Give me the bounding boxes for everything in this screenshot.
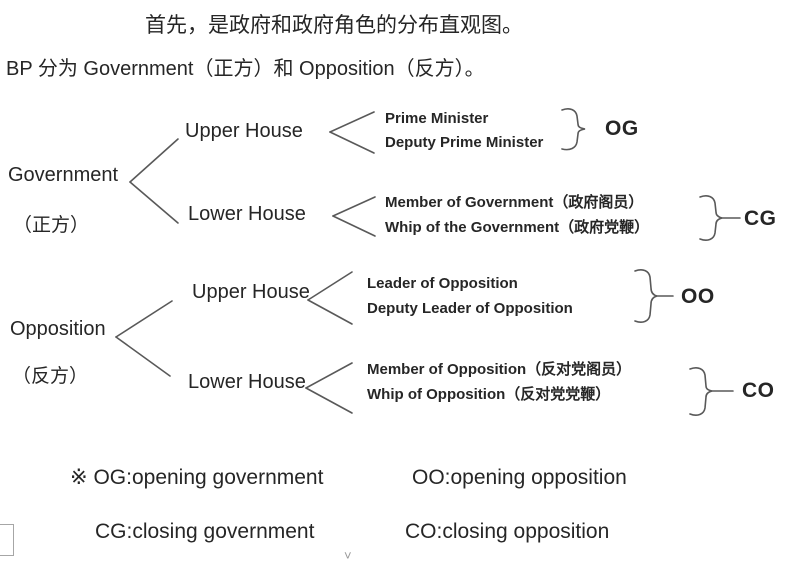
page-edge-box-artifact: [0, 524, 14, 556]
oo-brace: [634, 269, 658, 323]
legend-row1-left: ※ OG:opening government: [70, 466, 323, 490]
legend-item-cg: CG:closing government: [95, 520, 315, 543]
cg-brace: [699, 195, 723, 241]
gov-upper-fork-bottom: [329, 131, 375, 154]
gov-to-lower-line: [129, 181, 179, 224]
co-brace: [689, 367, 713, 416]
role-deputy-prime-minister: Deputy Prime Minister: [385, 134, 544, 151]
group-oo-label: OO: [681, 285, 715, 308]
gov-lower-fork-top: [332, 196, 376, 217]
gov-lower-house-node: Lower House: [188, 203, 306, 225]
opposition-node: Opposition: [10, 318, 106, 340]
group-co-label: CO: [742, 379, 775, 402]
gov-upper-fork-top: [329, 111, 375, 133]
opp-lower-fork-top: [305, 362, 353, 389]
group-og-label: OG: [605, 117, 639, 140]
government-side-label: （正方）: [13, 215, 90, 236]
opp-upper-fork-top: [307, 271, 353, 301]
legend-item-co: CO:closing opposition: [405, 520, 610, 543]
legend-item-og: OG:opening government: [93, 466, 324, 489]
role-member-of-government: Member of Government（政府阁员）: [385, 194, 644, 211]
opp-upper-house-node: Upper House: [192, 281, 310, 303]
intro-line: BP 分为 Government（正方）和 Opposition（反方）。: [6, 58, 485, 80]
legend-item-oo: OO:opening opposition: [412, 466, 627, 489]
stray-caret-mark: ˅: [344, 548, 352, 563]
opp-to-lower-line: [115, 336, 171, 377]
gov-to-upper-line: [129, 138, 179, 183]
role-whip-of-opposition: Whip of Opposition（反对党党鞭）: [367, 386, 611, 403]
page-title: 首先，是政府和政府角色的分布直观图。: [145, 14, 523, 37]
role-whip-of-government: Whip of the Government（政府党鞭）: [385, 219, 650, 236]
opp-lower-house-node: Lower House: [188, 371, 306, 393]
role-leader-of-opposition: Leader of Opposition: [367, 275, 518, 292]
opp-lower-fork-bottom: [305, 387, 353, 414]
opp-to-upper-line: [115, 300, 173, 338]
legend-marker: ※: [70, 466, 88, 489]
role-deputy-leader-of-opposition: Deputy Leader of Opposition: [367, 300, 573, 317]
government-node: Government: [8, 164, 119, 186]
gov-lower-fork-bottom: [332, 215, 376, 237]
og-brace: [561, 108, 586, 151]
group-cg-label: CG: [744, 207, 777, 230]
role-member-of-opposition: Member of Opposition（反对党阁员）: [367, 361, 632, 378]
role-prime-minister: Prime Minister: [385, 110, 489, 127]
opposition-side-label: （反方）: [12, 366, 89, 387]
gov-upper-house-node: Upper House: [185, 120, 303, 142]
opp-upper-fork-bottom: [307, 299, 353, 325]
